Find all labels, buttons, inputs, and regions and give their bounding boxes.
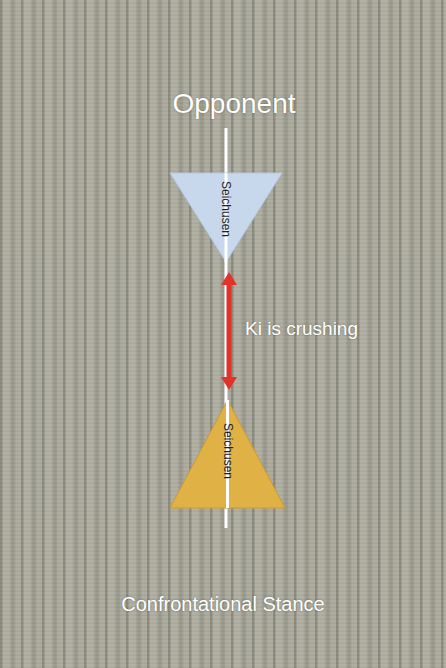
double-arrow bbox=[221, 272, 237, 390]
side-label: Opponent bbox=[173, 88, 296, 120]
triangle-fill bbox=[170, 173, 282, 262]
triangle-node: Seichusen bbox=[170, 173, 282, 262]
triangle-node: Seichusen bbox=[170, 400, 285, 508]
triangle-fill bbox=[170, 400, 285, 508]
axis-label: Seichusen bbox=[222, 423, 234, 479]
arrow-head bbox=[221, 377, 237, 390]
stance-caption: Confrontational Stance bbox=[121, 593, 324, 616]
axis-label: Seichusen bbox=[220, 181, 232, 237]
edge-label: Ki is crushing bbox=[245, 318, 358, 340]
arrow-shaft bbox=[227, 283, 232, 379]
arrow-head bbox=[221, 272, 237, 285]
